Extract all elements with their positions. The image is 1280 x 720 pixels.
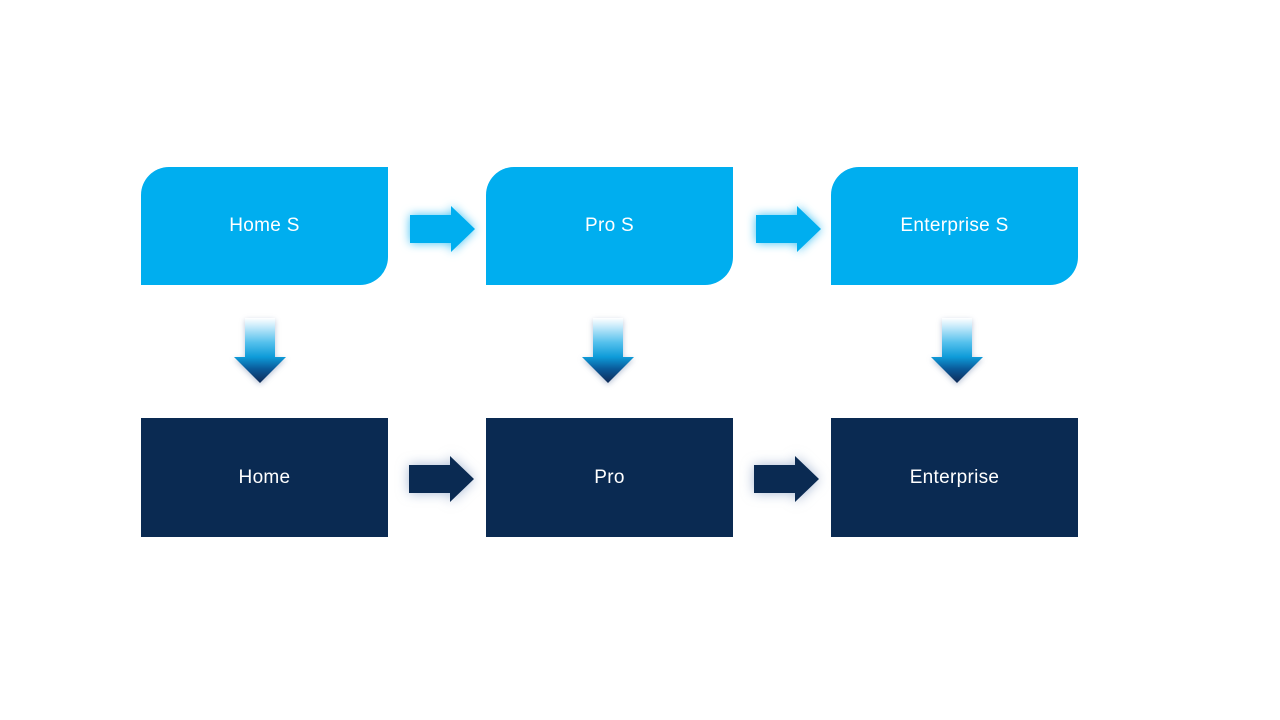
node-home: Home bbox=[141, 418, 388, 537]
node-label: Enterprise bbox=[909, 466, 1000, 488]
right-arrow-icon bbox=[410, 206, 475, 252]
node-label: Pro S bbox=[584, 215, 635, 236]
right-arrow-icon bbox=[409, 456, 474, 502]
node-pro: Pro bbox=[486, 418, 733, 537]
right-arrow-icon bbox=[754, 456, 819, 502]
node-pro-s: Pro S bbox=[486, 167, 733, 285]
node-label: Home S bbox=[229, 215, 300, 236]
node-home-s: Home S bbox=[141, 167, 388, 285]
node-label: Enterprise S bbox=[900, 215, 1009, 236]
down-arrow-icon bbox=[234, 318, 286, 383]
right-arrow-icon bbox=[756, 206, 821, 252]
down-arrow-icon bbox=[931, 318, 983, 383]
node-label: Home bbox=[238, 466, 291, 488]
node-enterprise: Enterprise bbox=[831, 418, 1078, 537]
down-arrow-icon bbox=[582, 318, 634, 383]
node-enterprise-s: Enterprise S bbox=[831, 167, 1078, 285]
node-label: Pro bbox=[594, 466, 625, 488]
